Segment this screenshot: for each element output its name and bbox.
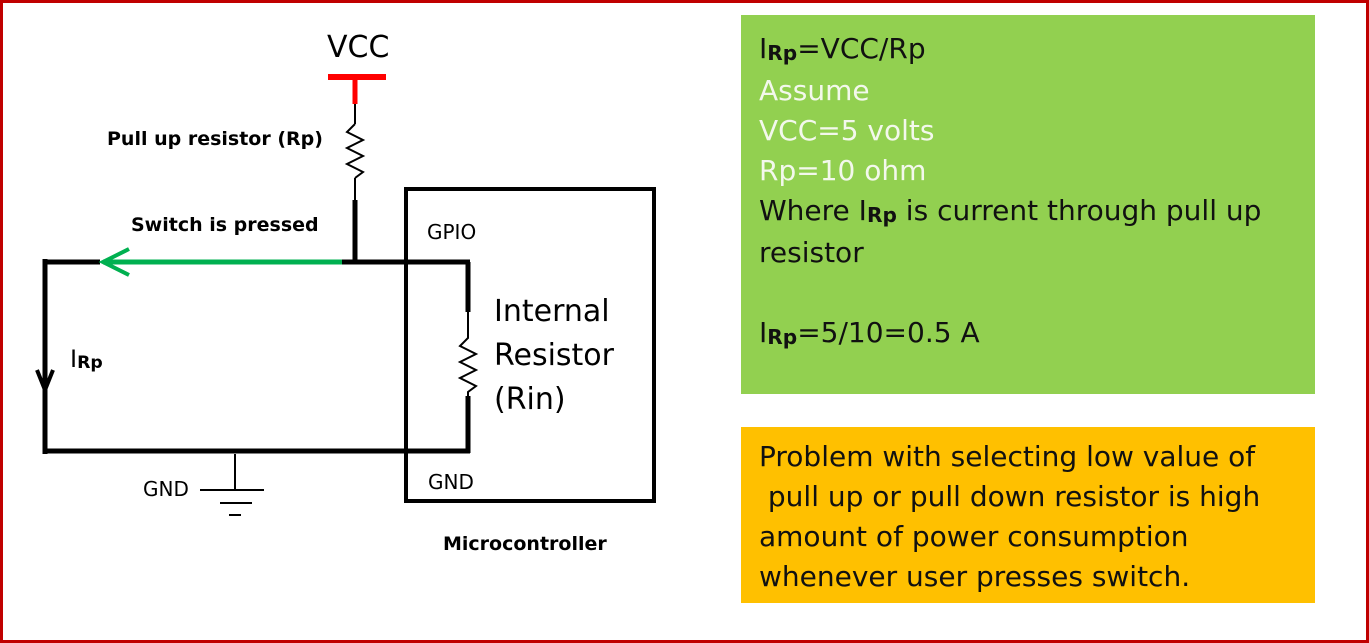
problem-line: amount of power consumption (759, 520, 1189, 553)
microcontroller-box (404, 187, 656, 503)
down-arrow-icon (35, 369, 55, 396)
problem-line: whenever user presses switch. (759, 560, 1191, 593)
formula-line: IRp=VCC/Rp (759, 32, 926, 65)
problem-line: pull up or pull down resistor is high (759, 480, 1261, 513)
internal-resistor-line: Resistor (494, 338, 614, 373)
current-arrow-head (98, 247, 130, 277)
circuit-diagram (35, 74, 656, 516)
rp-value-line: Rp=10 ohm (759, 154, 927, 187)
assume-line: Assume (759, 74, 870, 107)
calculation-box: IRp=VCC/Rp Assume VCC=5 volts Rp=10 ohm … (741, 15, 1315, 394)
problem-line: Problem with selecting low value of (759, 440, 1256, 473)
internal-resistor-line: (Rin) (494, 382, 566, 417)
where-line: Where IRp is current through pull up res… (759, 194, 1262, 269)
pullup-resistor (344, 123, 366, 179)
current-label: IRp (70, 345, 103, 374)
gpio-label: GPIO (427, 220, 477, 244)
internal-resistor-line: Internal (494, 294, 610, 329)
microcontroller-label: Microcontroller (443, 533, 607, 555)
switch-pressed-label: Switch is pressed (131, 214, 319, 236)
vcc-value-line: VCC=5 volts (759, 114, 935, 147)
gnd-right-label: GND (428, 470, 474, 494)
spacer (759, 273, 1297, 313)
internal-resistor-label: Internal Resistor (Rin) (494, 290, 614, 422)
problem-box: Problem with selecting low value of pull… (741, 427, 1315, 603)
internal-resistor (457, 312, 479, 396)
pullup-resistor-label: Pull up resistor (Rp) (107, 128, 323, 150)
result-line: IRp=5/10=0.5 A (759, 316, 980, 349)
vcc-label: VCC (327, 30, 390, 65)
gnd-left-label: GND (143, 477, 189, 501)
